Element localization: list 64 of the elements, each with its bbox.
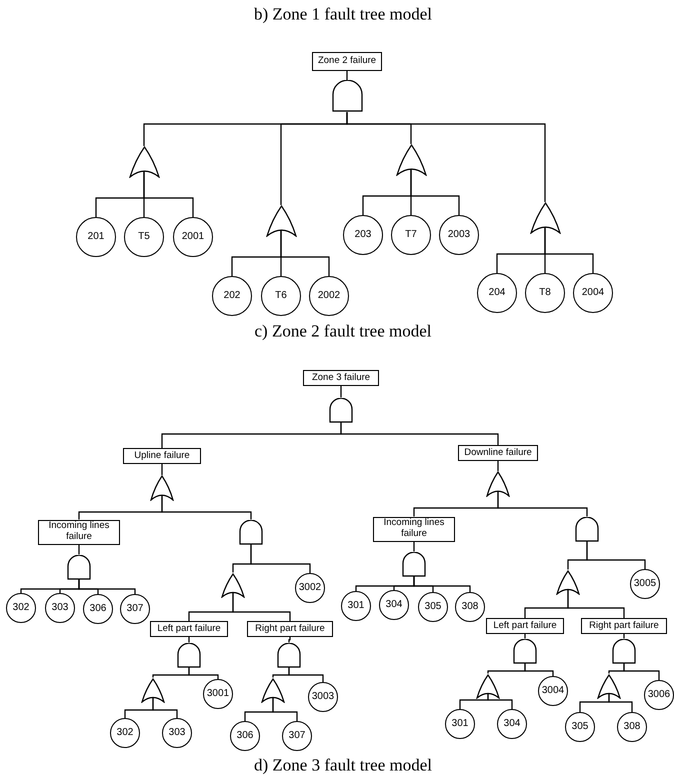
and-gate bbox=[277, 642, 301, 668]
connector-line bbox=[413, 542, 415, 552]
or-gate bbox=[597, 674, 621, 698]
connector-line bbox=[346, 112, 546, 202]
connector-line bbox=[152, 698, 178, 718]
or-gate bbox=[530, 202, 560, 234]
connector-line bbox=[78, 580, 136, 594]
connector-line bbox=[567, 590, 625, 618]
or-gate bbox=[221, 572, 245, 598]
connector-line bbox=[623, 664, 660, 680]
or-gate bbox=[128, 146, 160, 178]
or-gate bbox=[486, 471, 510, 497]
connector-line bbox=[586, 542, 646, 569]
event-box: Zone 3 failure bbox=[303, 370, 379, 386]
and-gate bbox=[67, 554, 91, 580]
or-gate bbox=[261, 678, 285, 702]
connector-line bbox=[524, 664, 554, 676]
connector-line bbox=[161, 464, 163, 475]
connector-line bbox=[288, 668, 324, 682]
and-gate bbox=[513, 638, 537, 664]
caption: d) Zone 3 fault tree model bbox=[254, 756, 432, 774]
and-gate bbox=[402, 552, 426, 576]
event-box: Incoming lines failure bbox=[38, 520, 120, 544]
event-box: Left part failure bbox=[486, 618, 564, 634]
event-box: Zone 2 failure bbox=[312, 52, 382, 70]
or-gate bbox=[141, 678, 165, 702]
connector-line bbox=[143, 172, 194, 217]
connector-line bbox=[161, 496, 252, 520]
connector-line bbox=[78, 544, 80, 554]
and-gate bbox=[612, 638, 636, 664]
and-gate bbox=[329, 398, 353, 422]
connector-line bbox=[250, 544, 311, 573]
connector-line bbox=[497, 492, 588, 516]
or-gate bbox=[476, 674, 500, 698]
connector-line bbox=[288, 637, 291, 642]
event-box: Downline failure bbox=[458, 445, 538, 461]
connector-line bbox=[280, 230, 330, 276]
event-box: Left part failure bbox=[150, 621, 228, 637]
and-gate bbox=[177, 642, 201, 668]
and-gate bbox=[575, 516, 599, 542]
connector-line bbox=[544, 228, 594, 273]
or-gate bbox=[266, 205, 296, 237]
connector-line bbox=[340, 386, 342, 398]
connector-line bbox=[188, 668, 219, 679]
caption: c) Zone 2 fault tree model bbox=[254, 322, 432, 340]
event-box: Right part failure bbox=[247, 621, 333, 637]
or-gate bbox=[556, 570, 580, 594]
connector-line bbox=[487, 694, 513, 709]
connector-line bbox=[608, 694, 633, 712]
connector-line bbox=[340, 422, 499, 445]
connector-line bbox=[413, 576, 471, 592]
or-gate bbox=[396, 144, 426, 176]
event-box: Incoming lines failure bbox=[373, 516, 455, 542]
and-gate bbox=[332, 80, 362, 112]
connector-line bbox=[346, 70, 348, 80]
connector-line bbox=[410, 170, 460, 215]
connector-line bbox=[272, 698, 298, 721]
and-gate bbox=[239, 520, 263, 544]
caption: b) Zone 1 fault tree model bbox=[254, 6, 432, 22]
connector-line bbox=[232, 592, 291, 621]
event-box: Upline failure bbox=[123, 448, 201, 464]
or-gate bbox=[150, 475, 174, 501]
event-box: Right part failure bbox=[581, 618, 667, 634]
connector-line bbox=[497, 461, 499, 471]
